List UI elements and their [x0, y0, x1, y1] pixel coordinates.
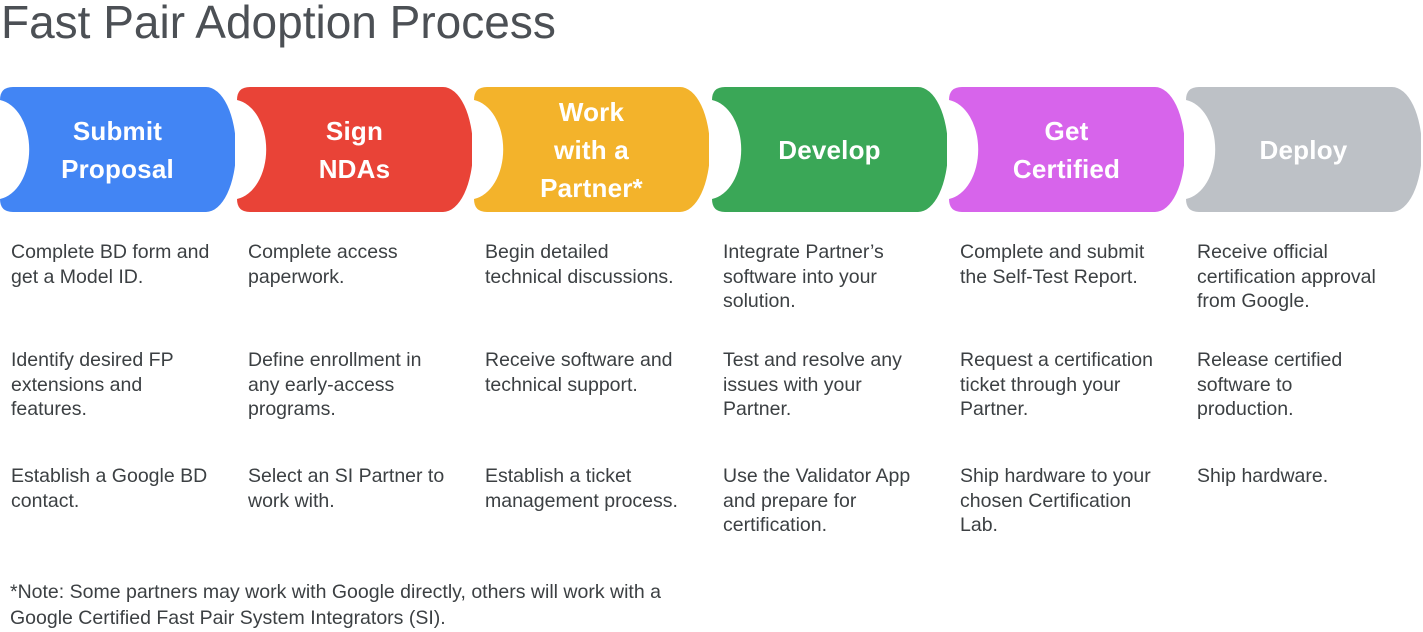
footnote: *Note: Some partners may work with Googl…: [10, 581, 661, 629]
stage-label: Submit Proposal: [61, 115, 174, 184]
stage-column-work-with-partner: Work with a Partner* Begin detailed tech…: [474, 0, 711, 632]
stage-detail: Complete BD form and get a Model ID.: [11, 241, 210, 288]
stage-column-submit-proposal: Submit Proposal Complete BD form and get…: [0, 0, 237, 632]
stage-detail: Complete access paperwork.: [248, 241, 398, 288]
stage-detail: Integrate Partner’s software into your s…: [723, 241, 884, 312]
stage-shape-work-with-partner: Work with a Partner*: [474, 87, 709, 212]
ribbon-arrow-shape: [1186, 87, 1421, 212]
stage-detail: Identify desired FP extensions and featu…: [11, 349, 174, 420]
ribbon-arrow-shape: [237, 87, 472, 212]
stage-detail: Establish a Google BD contact.: [11, 465, 208, 512]
stage-column-sign-ndas: Sign NDAs Complete access paperwork. Def…: [237, 0, 474, 632]
ribbon-arrow-shape: [712, 87, 947, 212]
stage-detail: Ship hardware.: [1197, 465, 1329, 487]
ribbon-arrow-shape: [949, 87, 1184, 212]
stage-shape-deploy: Deploy: [1186, 87, 1421, 212]
stage-shape-sign-ndas: Sign NDAs: [237, 87, 472, 212]
stage-column-develop: Develop Integrate Partner’s software int…: [712, 0, 949, 632]
stage-shape-submit-proposal: Submit Proposal: [0, 87, 235, 212]
stage-detail: Request a certification ticket through y…: [960, 349, 1153, 420]
stage-detail: Receive official certification approval …: [1197, 241, 1376, 312]
stage-detail: Receive software and technical support.: [485, 349, 673, 396]
page-title: Fast Pair Adoption Process: [1, 0, 556, 48]
ribbon-arrow-shape: [474, 87, 709, 212]
stage-column-get-certified: Get Certified Complete and submit the Se…: [949, 0, 1186, 632]
stage-detail: Select an SI Partner to work with.: [248, 465, 445, 512]
stage-detail: Test and resolve any issues with your Pa…: [723, 349, 902, 420]
stage-detail: Use the Validator App and prepare for ce…: [723, 465, 911, 536]
ribbon-arrow-shape: [0, 87, 235, 212]
stage-detail: Complete and submit the Self-Test Report…: [960, 241, 1145, 288]
stage-label: Develop: [778, 134, 881, 165]
stage-label: Work with a Partner*: [540, 96, 643, 203]
stage-detail: Release certified software to production…: [1197, 349, 1343, 420]
stage-label: Get Certified: [1012, 115, 1121, 184]
stage-label: Sign NDAs: [318, 115, 391, 184]
stage-detail: Ship hardware to your chosen Certificati…: [960, 465, 1151, 536]
stage-column-deploy: Deploy Receive official certification ap…: [1186, 0, 1423, 632]
stage-shape-develop: Develop: [712, 87, 947, 212]
stage-detail: Establish a ticket management process.: [485, 465, 678, 512]
stage-detail: Define enrollment in any early-access pr…: [248, 349, 422, 420]
stage-label: Deploy: [1259, 134, 1348, 165]
stage-detail: Begin detailed technical discussions.: [485, 241, 674, 288]
stage-shape-get-certified: Get Certified: [949, 87, 1184, 212]
